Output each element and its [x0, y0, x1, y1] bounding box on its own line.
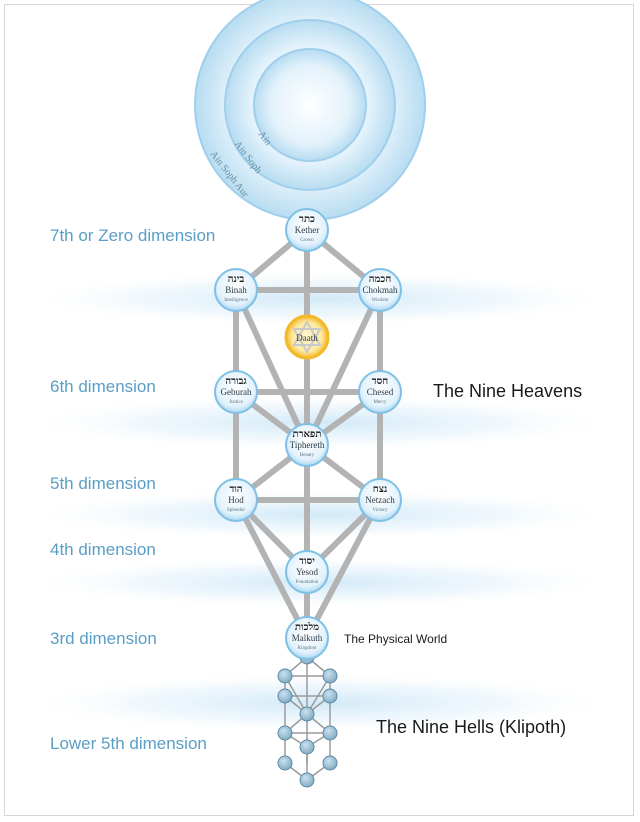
klipoth-tree [277, 649, 338, 788]
right-labels: The Nine Heavens The Physical World The … [344, 381, 582, 737]
sephirah-hod: הוד Hod Splendor [214, 478, 258, 522]
sephirah-geburah: גבורה Geburah Justice [214, 370, 258, 414]
binah-name: Binah [225, 285, 247, 295]
yesod-name: Yesod [296, 567, 319, 577]
malkuth-sub: Kingdom [298, 646, 317, 651]
star-of-david-icon [292, 319, 322, 355]
klipoth-node [322, 688, 338, 704]
chesed-hebrew: חסד [372, 376, 388, 387]
path-netzach-malkuth [304, 497, 383, 641]
chesed-name: Chesed [367, 387, 394, 397]
tiphereth-hebrew: תפארת [293, 429, 322, 440]
sephirah-malkuth: מלכות Malkuth Kingdom [285, 616, 329, 660]
klipoth-node [322, 755, 338, 771]
klipoth-node [299, 772, 315, 788]
tiphereth-sub: Beauty [300, 453, 315, 458]
kether-name: Kether [295, 225, 320, 235]
dimension-labels: 7th or Zero dimension 6th dimension 5th … [50, 226, 215, 753]
nine-hells-label: The Nine Hells (Klipoth) [376, 717, 566, 737]
hod-name: Hod [228, 495, 244, 505]
sephiroth: כתר Kether Crown בינה Binah Intelligence… [214, 208, 402, 660]
sephirah-tiphereth: תפארת Tiphereth Beauty [285, 423, 329, 467]
sephirah-kether: כתר Kether Crown [285, 208, 329, 252]
dimension-label-4th: 4th dimension [50, 540, 156, 559]
physical-world-label: The Physical World [344, 632, 447, 646]
yesod-sub: Foundation [296, 580, 319, 585]
klipoth-node [277, 755, 293, 771]
sephirah-daath: Daath [284, 314, 330, 360]
klipoth-node [299, 706, 315, 722]
netzach-hebrew: נצח [373, 484, 387, 495]
malkuth-name: Malkuth [292, 633, 323, 643]
klipoth-node [322, 725, 338, 741]
path-hod-malkuth [233, 497, 310, 641]
chesed-sub: Mercy [373, 400, 387, 405]
sephirah-chesed: חסד Chesed Mercy [358, 370, 402, 414]
dimension-label-7th: 7th or Zero dimension [50, 226, 215, 245]
sephirah-netzach: נצח Netzach Victory [358, 478, 402, 522]
chokmah-sub: Wisdom [372, 298, 389, 303]
binah-hebrew: בינה [228, 274, 245, 285]
band-lower5th [20, 670, 620, 730]
malkuth-hebrew: מלכות [295, 621, 319, 633]
sephirah-chokmah: חכמה Chokmah Wisdom [358, 268, 402, 312]
netzach-sub: Victory [373, 508, 388, 513]
ain-circles: Ain Ain Soph Ain Soph Aur [194, 0, 426, 221]
netzach-name: Netzach [365, 495, 395, 505]
hod-hebrew: הוד [229, 484, 242, 495]
binah-sub: Intelligence [224, 298, 248, 303]
geburah-hebrew: גבורה [225, 376, 247, 387]
dimension-label-5th: 5th dimension [50, 474, 156, 493]
nine-heavens-label: The Nine Heavens [433, 381, 582, 401]
chokmah-name: Chokmah [363, 285, 398, 295]
sephirah-yesod: יסוד Yesod Foundation [285, 550, 329, 594]
sephirah-binah: בינה Binah Intelligence [214, 268, 258, 312]
band-5th [20, 486, 620, 538]
yesod-hebrew: יסוד [299, 556, 315, 567]
klipoth-node [322, 668, 338, 684]
dimension-label-3rd: 3rd dimension [50, 629, 157, 648]
klipoth-node [277, 725, 293, 741]
chokmah-hebrew: חכמה [369, 274, 392, 285]
dimension-label-lower5th: Lower 5th dimension [50, 734, 207, 753]
geburah-name: Geburah [221, 387, 252, 397]
kether-hebrew: כתר [299, 214, 315, 225]
tiphereth-name: Tiphereth [290, 440, 325, 450]
path-chokmah-tiphereth [304, 287, 383, 448]
hod-sub: Splendor [227, 508, 245, 513]
klipoth-node [277, 688, 293, 704]
dimension-label-6th: 6th dimension [50, 377, 156, 396]
daath-name: Daath [296, 333, 318, 343]
path-binah-tiphereth [233, 287, 310, 448]
ain-circle [253, 48, 367, 162]
geburah-sub: Justice [229, 400, 243, 405]
klipoth-node [299, 739, 315, 755]
band-7th [20, 268, 620, 324]
klipoth-node [277, 668, 293, 684]
kether-sub: Crown [300, 238, 314, 243]
